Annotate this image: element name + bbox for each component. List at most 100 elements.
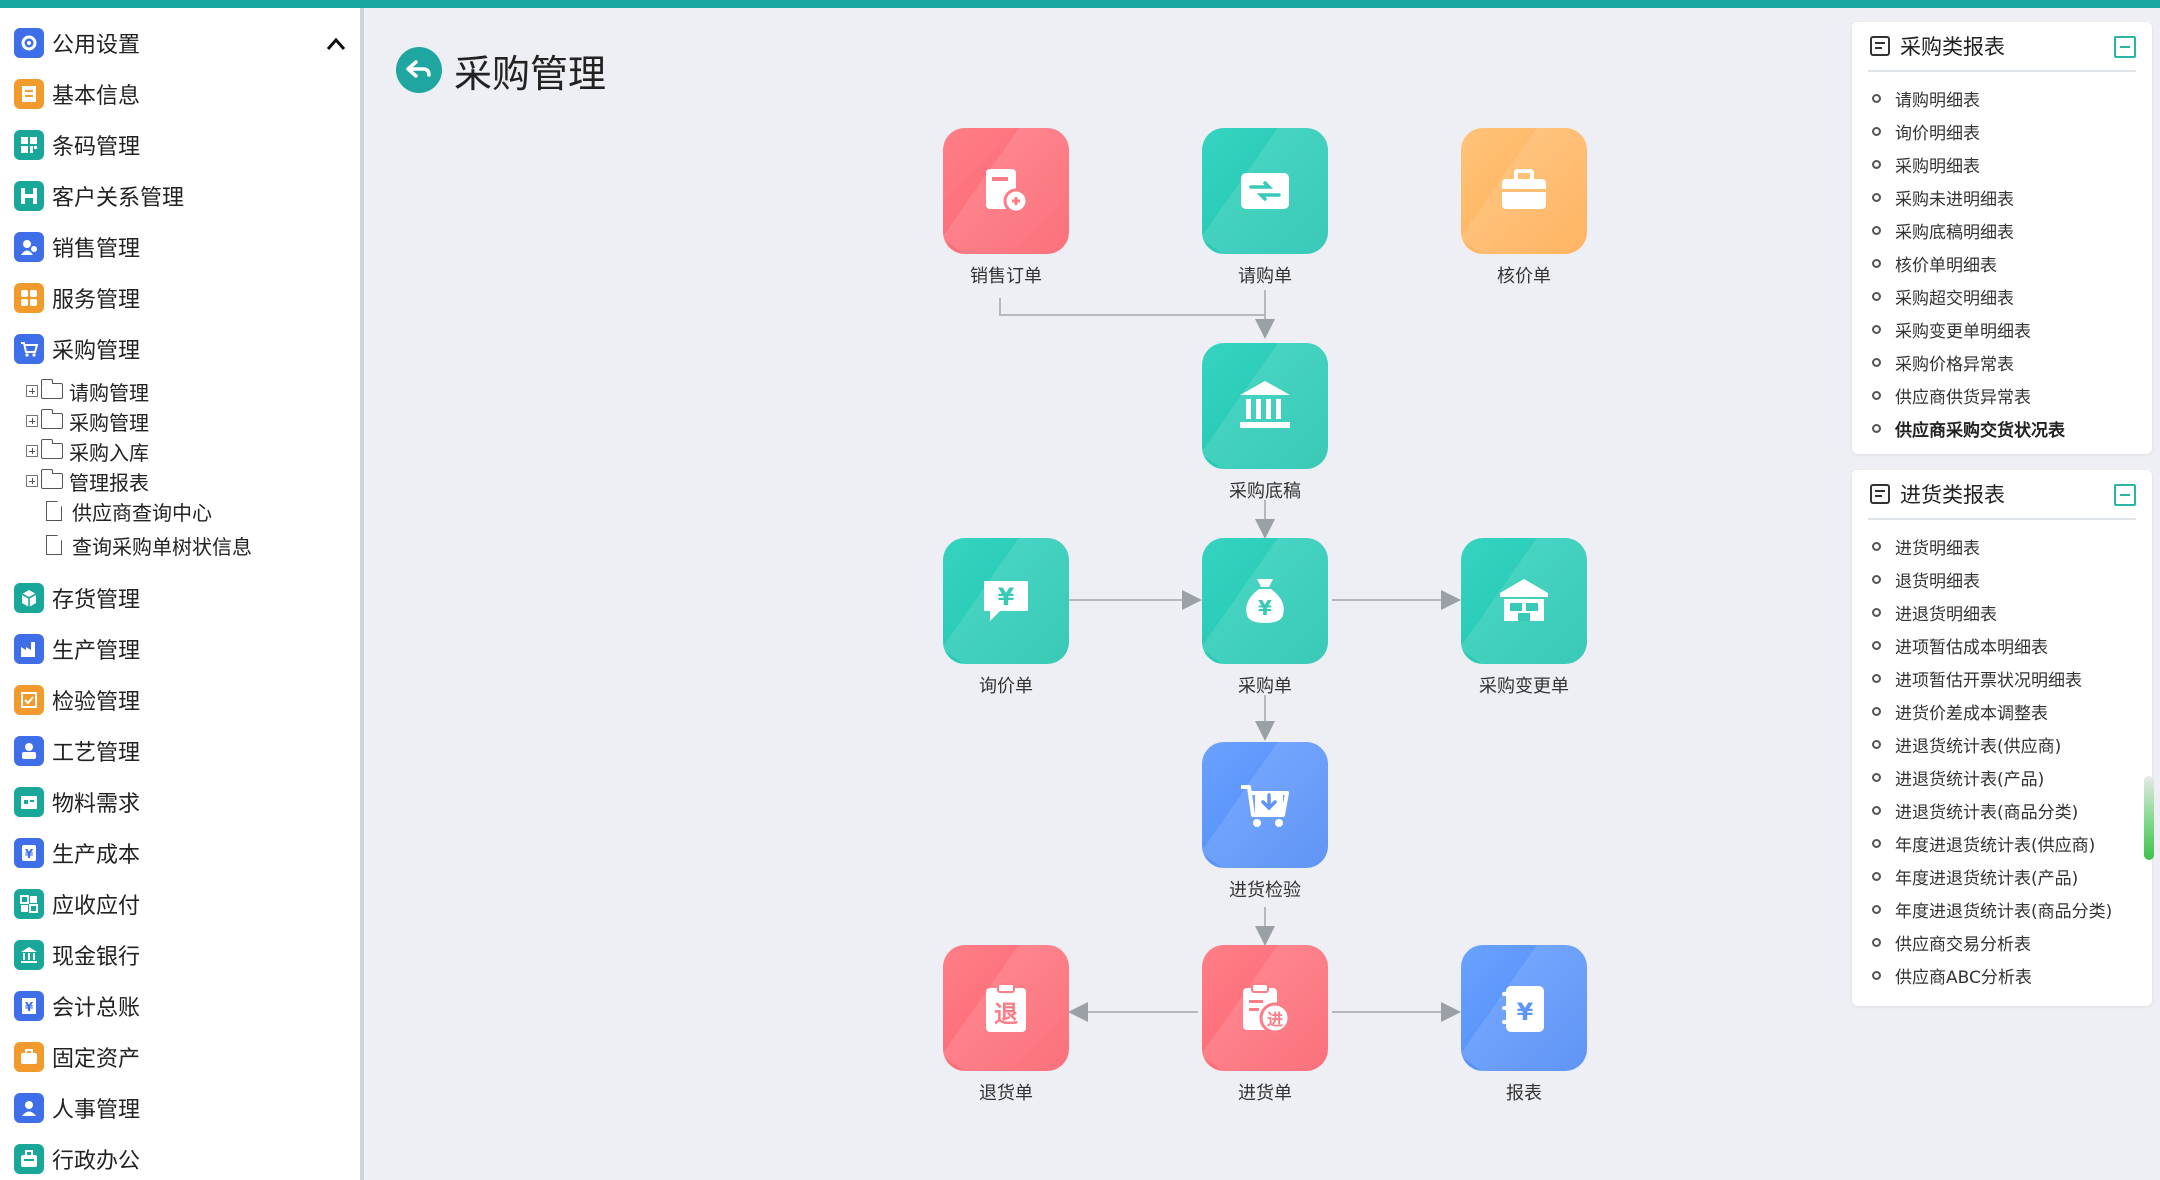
service-icon (14, 283, 44, 313)
sidebar-item-label: 服务管理 (52, 288, 141, 313)
sidebar-item-purchase[interactable]: 采购管理 (14, 329, 140, 369)
report-link-active[interactable]: 供应商采购交货状况表 (1872, 412, 2152, 445)
collapse-minus-icon[interactable] (2114, 484, 2136, 506)
sidebar-item-process[interactable]: 工艺管理 (14, 731, 140, 771)
tree-node-label: 供应商查询中心 (72, 500, 212, 525)
report-link[interactable]: 采购超交明细表 (1872, 280, 2152, 313)
report-link[interactable]: 进货明细表 (1872, 530, 2152, 563)
flow-node-report[interactable]: ¥ 报表 (1459, 945, 1589, 1105)
expand-plus-icon[interactable] (26, 415, 38, 427)
report-link[interactable]: 供应商ABC分析表 (1872, 959, 2152, 992)
sidebar-item-crm[interactable]: 客户关系管理 (14, 176, 184, 216)
sidebar-item-ledger[interactable]: ¥ 会计总账 (14, 986, 140, 1026)
report-link[interactable]: 进项暂估成本明细表 (1872, 629, 2152, 662)
report-link[interactable]: 询价明细表 (1872, 115, 2152, 148)
flow-node-price-check[interactable]: 核价单 (1459, 128, 1589, 288)
report-label: 进货价差成本调整表 (1895, 704, 2048, 724)
sidebar-item-production[interactable]: 生产管理 (14, 629, 140, 669)
expand-plus-icon[interactable] (26, 475, 38, 487)
report-link[interactable]: 采购底稿明细表 (1872, 214, 2152, 247)
flow-node-return-order[interactable]: 退 退货单 (941, 945, 1071, 1105)
tree-folder-management-reports[interactable]: 管理报表 (26, 466, 149, 496)
report-link[interactable]: 年度进退货统计表(商品分类) (1872, 893, 2152, 926)
briefcase-icon (1461, 128, 1587, 254)
report-link[interactable]: 采购明细表 (1872, 148, 2152, 181)
report-label: 采购价格异常表 (1895, 355, 2014, 375)
factory-icon (14, 634, 44, 664)
report-link[interactable]: 请购明细表 (1872, 82, 2152, 115)
sidebar-item-inventory[interactable]: 存货管理 (14, 578, 140, 618)
tree-folder-purchase-receipt[interactable]: 采购入库 (26, 436, 149, 466)
folder-icon (40, 409, 63, 429)
sidebar-item-fixed-assets[interactable]: 固定资产 (14, 1037, 140, 1077)
report-link[interactable]: 进退货统计表(商品分类) (1872, 794, 2152, 827)
flow-node-inquiry[interactable]: ¥ 询价单 (941, 538, 1071, 698)
report-label: 进退货明细表 (1895, 605, 1997, 625)
flow-node-incoming-order[interactable]: 进 进货单 (1200, 945, 1330, 1105)
bullet-icon (1872, 938, 1881, 947)
report-link[interactable]: 供应商交易分析表 (1872, 926, 2152, 959)
flow-node-purchase-draft[interactable]: 采购底稿 (1200, 343, 1330, 503)
bullet-icon (1872, 641, 1881, 650)
ledger-icon: ¥ (14, 991, 44, 1021)
tree-node-label: 管理报表 (69, 470, 149, 495)
report-link[interactable]: 进退货明细表 (1872, 596, 2152, 629)
cart-download-icon (1202, 742, 1328, 868)
report-link[interactable]: 核价单明细表 (1872, 247, 2152, 280)
sidebar-item-barcode[interactable]: 条码管理 (14, 125, 140, 165)
report-link[interactable]: 进退货统计表(供应商) (1872, 728, 2152, 761)
flow-node-purchase-order[interactable]: ¥ 采购单 (1200, 538, 1330, 698)
receivable-icon (14, 889, 44, 919)
flow-node-sales-order[interactable]: 销售订单 (941, 128, 1071, 288)
expand-plus-icon[interactable] (26, 385, 38, 397)
sidebar-item-cost[interactable]: ¥ 生产成本 (14, 833, 140, 873)
scrollbar-thumb[interactable] (2144, 776, 2154, 860)
person-icon (14, 1093, 44, 1123)
report-label: 退货明细表 (1895, 572, 1980, 592)
flow-node-incoming-inspection[interactable]: 进货检验 (1200, 742, 1330, 902)
chevron-up-icon[interactable] (324, 34, 348, 54)
tree-doc-purchase-tree-info[interactable]: 查询采购单树状信息 (46, 530, 252, 560)
report-label: 供应商采购交货状况表 (1895, 421, 2065, 441)
sidebar-item-cash-bank[interactable]: 现金银行 (14, 935, 140, 975)
sidebar-item-basic-info[interactable]: 基本信息 (14, 74, 140, 114)
report-label: 供应商供货异常表 (1895, 388, 2031, 408)
report-label: 进退货统计表(商品分类) (1895, 803, 2079, 823)
tree-doc-supplier-query[interactable]: 供应商查询中心 (46, 496, 212, 526)
report-link[interactable]: 年度进退货统计表(供应商) (1872, 827, 2152, 860)
folder-icon (40, 439, 63, 459)
sidebar-item-office[interactable]: 行政办公 (14, 1139, 140, 1179)
sidebar-item-hr[interactable]: 人事管理 (14, 1088, 140, 1128)
asset-icon (14, 1042, 44, 1072)
sidebar-item-inspection[interactable]: 检验管理 (14, 680, 140, 720)
tree-folder-purchase-management[interactable]: 采购管理 (26, 406, 149, 436)
report-link[interactable]: 年度进退货统计表(产品) (1872, 860, 2152, 893)
sidebar-item-material[interactable]: 物料需求 (14, 782, 140, 822)
report-link[interactable]: 进退货统计表(产品) (1872, 761, 2152, 794)
flow-label: 请购单 (1238, 266, 1292, 287)
collapse-minus-icon[interactable] (2114, 36, 2136, 58)
bullet-icon (1872, 193, 1881, 202)
flow-node-purchase-request[interactable]: 请购单 (1200, 128, 1330, 288)
report-link[interactable]: 进货价差成本调整表 (1872, 695, 2152, 728)
report-link[interactable]: 进项暂估开票状况明细表 (1872, 662, 2152, 695)
sidebar-item-service[interactable]: 服务管理 (14, 278, 140, 318)
expand-plus-icon[interactable] (26, 445, 38, 457)
back-arrow-icon[interactable] (396, 47, 442, 93)
report-link[interactable]: 采购变更单明细表 (1872, 313, 2152, 346)
report-link[interactable]: 退货明细表 (1872, 563, 2152, 596)
report-link[interactable]: 采购价格异常表 (1872, 346, 2152, 379)
sidebar-item-label: 生产成本 (52, 843, 141, 868)
svg-text:¥: ¥ (25, 847, 34, 861)
sidebar-item-sales[interactable]: 销售管理 (14, 227, 140, 267)
flow-label: 进货检验 (1229, 880, 1301, 901)
tree-folder-purchase-request[interactable]: 请购管理 (26, 376, 149, 406)
sidebar-item-receivable[interactable]: 应收应付 (14, 884, 140, 924)
bullet-icon (1872, 358, 1881, 367)
sidebar-item-public-settings[interactable]: 公用设置 (14, 23, 140, 63)
barcode-icon (14, 130, 44, 160)
flow-node-purchase-change[interactable]: 采购变更单 (1459, 538, 1589, 698)
report-link[interactable]: 供应商供货异常表 (1872, 379, 2152, 412)
report-link[interactable]: 采购未进明细表 (1872, 181, 2152, 214)
bullet-icon (1872, 806, 1881, 815)
